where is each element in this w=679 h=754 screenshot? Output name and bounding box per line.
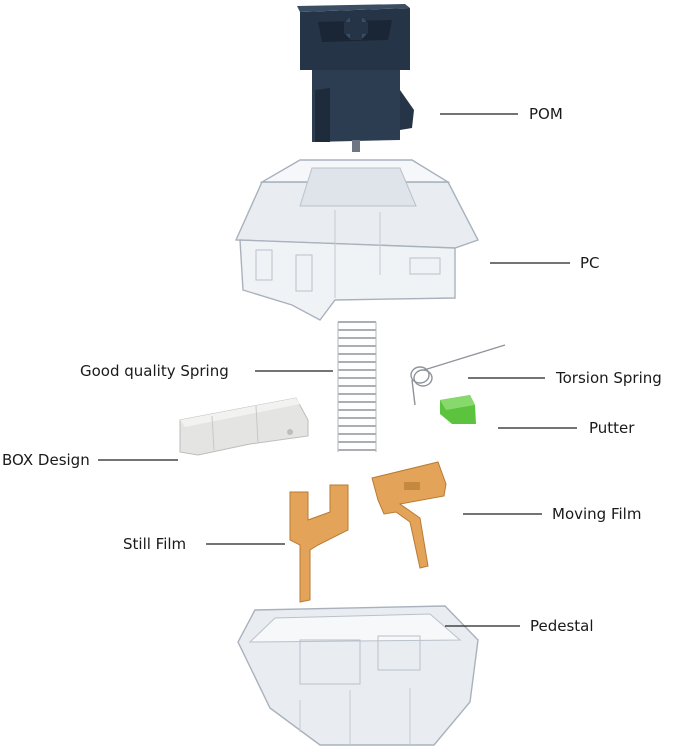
putter-part	[440, 395, 476, 424]
label-moving-film: Moving Film	[552, 505, 641, 523]
label-box-design: BOX Design	[2, 451, 90, 469]
label-pom: POM	[529, 105, 563, 123]
coil-spring	[338, 322, 376, 452]
box-design-block	[180, 398, 308, 455]
moving-film	[372, 462, 446, 568]
pom-stem	[297, 4, 414, 152]
label-putter: Putter	[589, 419, 634, 437]
label-pc: PC	[580, 254, 600, 272]
label-spring: Good quality Spring	[80, 362, 229, 380]
pc-top-housing	[236, 160, 478, 320]
still-film	[290, 485, 348, 602]
label-pedestal: Pedestal	[530, 617, 594, 635]
label-torsion-spring: Torsion Spring	[556, 369, 662, 387]
torsion-spring	[411, 345, 505, 405]
pedestal-base	[238, 606, 478, 745]
label-still-film: Still Film	[123, 535, 186, 553]
